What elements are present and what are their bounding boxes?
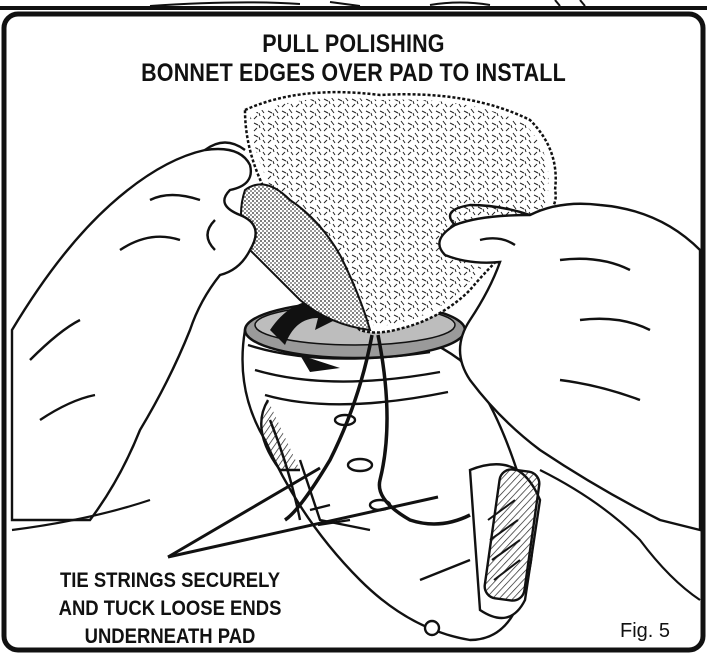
callout-line-1: TIE STRINGS SECURELY [47, 567, 293, 595]
heading-line-2: BONNET EDGES OVER PAD TO INSTALL [49, 59, 657, 88]
callout-line-2: AND TUCK LOOSE ENDS [47, 595, 293, 623]
previous-figure-strip [0, 0, 707, 8]
callout-line-3: UNDERNEATH PAD [47, 623, 293, 651]
figure-label: Fig. 5 [620, 620, 670, 643]
heading-line-1: PULL POLISHING [49, 30, 657, 59]
